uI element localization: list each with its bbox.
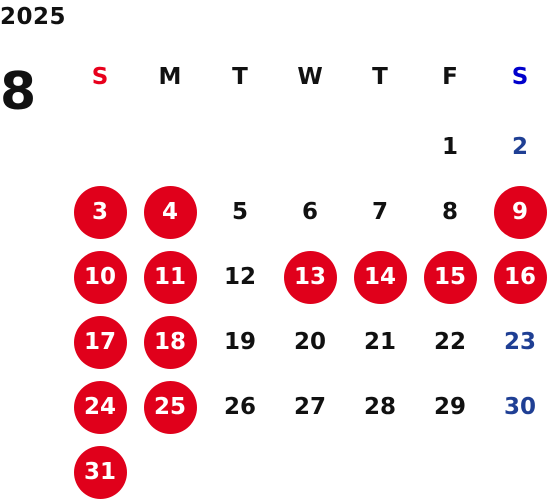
holiday-day-number: 9 [493,185,547,239]
day-cell[interactable]: 12 [205,245,275,309]
day-cell[interactable]: 22 [415,310,485,374]
saturday-day-number: 23 [503,329,536,355]
day-number: 6 [301,199,318,225]
day-cell[interactable]: 5 [205,180,275,244]
day-cell[interactable]: 26 [205,375,275,439]
holiday-day-number: 11 [143,250,197,304]
week-row: 31 [65,440,548,504]
holiday-day-number: 18 [143,315,197,369]
weekday-header-tue: T [232,64,248,90]
weekday-header-mon: M [158,64,182,90]
weekday-header-fri: F [442,64,458,90]
day-cell[interactable]: 1 [415,115,485,179]
day-number: 21 [363,329,396,355]
saturday-day-number: 2 [511,134,528,160]
day-cell[interactable]: 29 [415,375,485,439]
day-cell[interactable]: 14 [345,245,415,309]
day-cell[interactable]: 18 [135,310,205,374]
day-cell[interactable]: 31 [65,440,135,504]
day-cell[interactable]: 27 [275,375,345,439]
day-cell[interactable]: 11 [135,245,205,309]
holiday-day-number: 14 [353,250,407,304]
holiday-day-number: 4 [143,185,197,239]
day-cell[interactable]: 17 [65,310,135,374]
year-label: 2025 [0,4,67,30]
day-number: 27 [293,394,326,420]
week-row: 10 11 12 13 14 15 16 [65,245,548,309]
weekday-header-wed: W [297,64,323,90]
day-number: 26 [223,394,256,420]
day-number: 5 [231,199,248,225]
day-cell[interactable]: 6 [275,180,345,244]
day-cell[interactable]: 30 [485,375,548,439]
day-cell[interactable]: 20 [275,310,345,374]
weekday-header-sat: S [511,64,529,90]
day-cell[interactable]: 4 [135,180,205,244]
day-cell[interactable]: 15 [415,245,485,309]
saturday-day-number: 30 [503,394,536,420]
holiday-day-number: 3 [73,185,127,239]
day-number: 1 [441,134,458,160]
day-cell[interactable]: 3 [65,180,135,244]
holiday-day-number: 13 [283,250,337,304]
day-cell[interactable]: 21 [345,310,415,374]
day-cell[interactable]: 13 [275,245,345,309]
week-row: 24 25 26 27 28 29 30 [65,375,548,439]
day-cell[interactable]: 8 [415,180,485,244]
day-cell[interactable]: 23 [485,310,548,374]
day-cell[interactable]: 9 [485,180,548,244]
holiday-day-number: 24 [73,380,127,434]
month-number: 8 [0,62,37,122]
holiday-day-number: 15 [423,250,477,304]
day-number: 8 [441,199,458,225]
day-number: 20 [293,329,326,355]
holiday-day-number: 16 [493,250,547,304]
holiday-day-number: 10 [73,250,127,304]
weekday-header-sun: S [91,64,109,90]
weekday-header-thu: T [372,64,388,90]
day-cell[interactable]: 25 [135,375,205,439]
holiday-day-number: 31 [73,445,127,499]
day-number: 22 [433,329,466,355]
day-number: 7 [371,199,388,225]
day-number: 12 [223,264,256,290]
holiday-day-number: 25 [143,380,197,434]
day-number: 19 [223,329,256,355]
day-number: 28 [363,394,396,420]
holiday-day-number: 17 [73,315,127,369]
day-cell[interactable]: 7 [345,180,415,244]
day-cell[interactable]: 2 [485,115,548,179]
day-cell[interactable]: 16 [485,245,548,309]
day-cell[interactable]: 10 [65,245,135,309]
day-number: 29 [433,394,466,420]
day-cell[interactable]: 19 [205,310,275,374]
day-cell[interactable]: 24 [65,375,135,439]
week-row: 17 18 19 20 21 22 23 [65,310,548,374]
day-cell[interactable]: 28 [345,375,415,439]
